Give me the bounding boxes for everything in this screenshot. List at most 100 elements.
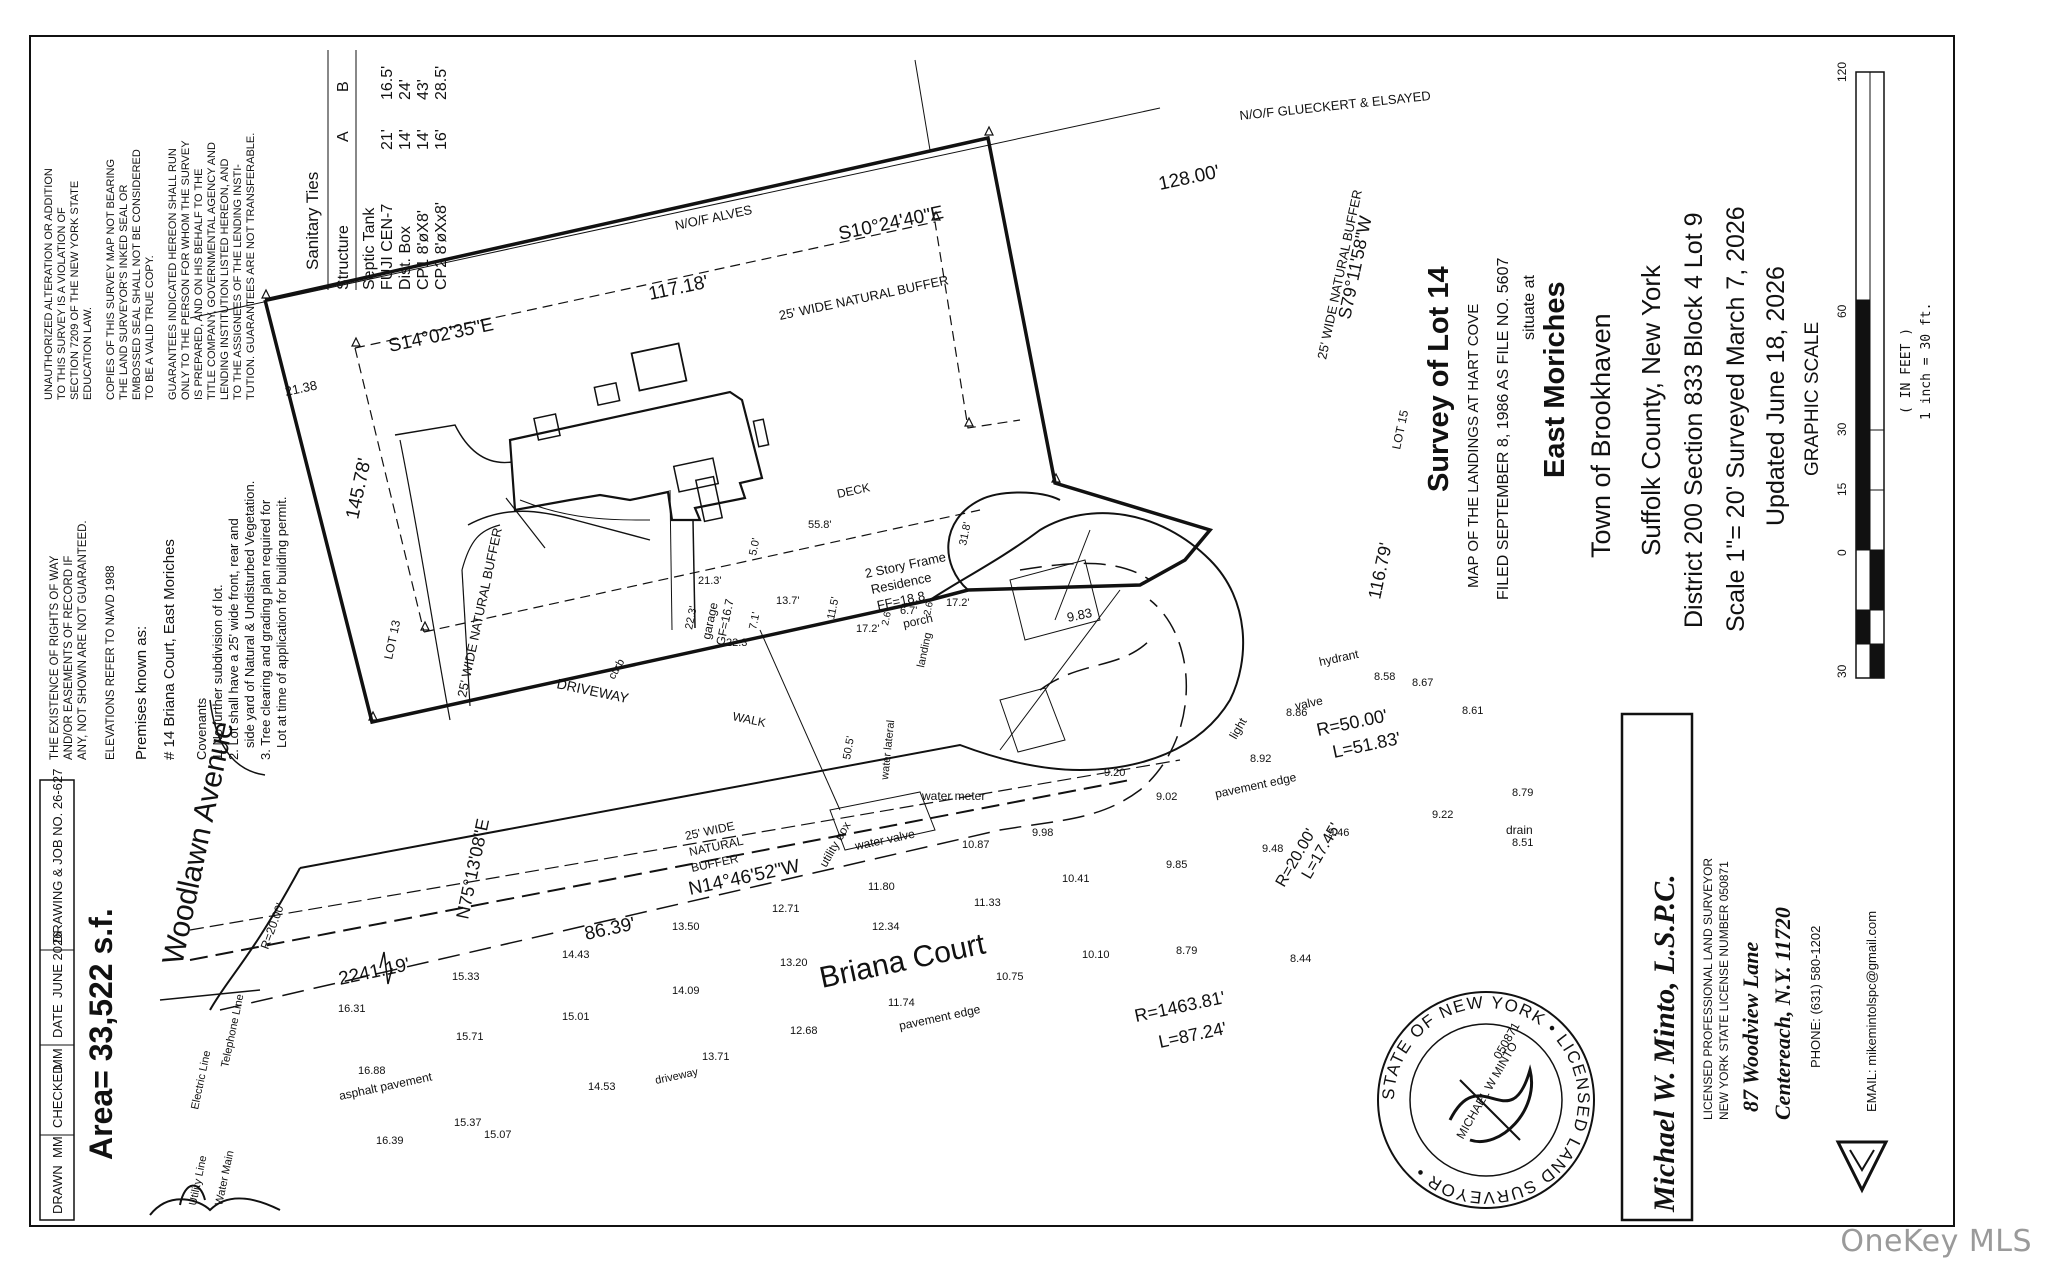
svg-text:3. Tree clearing and grading p: 3. Tree clearing and grading plan requir… bbox=[258, 499, 273, 760]
dist-west: 145.78' bbox=[342, 456, 375, 521]
date-value: JUNE 2026 bbox=[50, 932, 65, 998]
surveyor-name: Michael W. Minto, L.S.P.C. bbox=[1648, 874, 1681, 1213]
drawn-value: MM bbox=[50, 1136, 65, 1158]
bearing-n1: S14°02'35"E bbox=[387, 314, 496, 357]
svg-text:14': 14' bbox=[397, 129, 414, 150]
stake-markers bbox=[261, 125, 1061, 721]
svg-text:2.6': 2.6' bbox=[922, 599, 936, 617]
curve2-box bbox=[999, 687, 1066, 753]
survey-title-block: Survey of Lot 14 MAP OF THE LANDINGS AT … bbox=[1423, 206, 1823, 632]
elevations-note: ELEVATIONS REFER TO NAVD 1988 bbox=[105, 565, 117, 760]
svg-text:13.50: 13.50 bbox=[672, 921, 700, 933]
svg-text:8.86: 8.86 bbox=[1286, 707, 1307, 719]
svg-text:8.67: 8.67 bbox=[1412, 677, 1433, 689]
drawn-label: DRAWN bbox=[50, 1165, 65, 1214]
svg-text:A: A bbox=[335, 131, 352, 142]
surveyor-address: 87 Woodview Lane bbox=[1738, 941, 1763, 1112]
surveyor-phone: PHONE: (631) 580-1202 bbox=[1808, 926, 1823, 1068]
sheet-border bbox=[29, 35, 1955, 1227]
updated-line: Updated June 18, 2026 bbox=[1762, 266, 1790, 526]
svg-text:Septic Tank: Septic Tank bbox=[361, 207, 378, 290]
svg-text:30: 30 bbox=[1835, 664, 1849, 678]
svg-text:ONLY TO THE PERSON FOR WHOM TH: ONLY TO THE PERSON FOR WHOM THE SURVEY bbox=[180, 140, 192, 400]
curb-label: curb bbox=[606, 657, 627, 682]
curve3-length: L=87.24' bbox=[1157, 1018, 1229, 1052]
svg-text:9.98: 9.98 bbox=[1032, 827, 1053, 839]
svg-text:TITLE COMPANY, GOVERNMENTAL AG: TITLE COMPANY, GOVERNMENTAL AGENCY AND bbox=[206, 142, 218, 400]
sanitary-title: Sanitary Ties bbox=[303, 172, 322, 270]
svg-text:15: 15 bbox=[1835, 482, 1849, 496]
ornament-icon bbox=[149, 1184, 281, 1216]
svg-text:9.85: 9.85 bbox=[1166, 859, 1187, 871]
svg-text:THE LAND SURVEYOR'S INKED SEAL: THE LAND SURVEYOR'S INKED SEAL OR bbox=[118, 185, 130, 400]
svg-text:50.5': 50.5' bbox=[841, 735, 857, 760]
svg-text:15.33: 15.33 bbox=[452, 971, 480, 983]
svg-text:10.41: 10.41 bbox=[1062, 873, 1090, 885]
situate-line: situate at bbox=[1521, 275, 1538, 340]
svg-text:2.6': 2.6' bbox=[880, 609, 894, 627]
svg-text:AND/OR EASEMENTS OF RECORD IF: AND/OR EASEMENTS OF RECORD IF bbox=[63, 556, 75, 760]
sanitary-ties-table: Sanitary Ties Structure A B Septic Tank … bbox=[303, 50, 450, 290]
svg-text:10.75: 10.75 bbox=[996, 971, 1024, 983]
svg-text:TUTION. GUARANTEES ARE NOT TRA: TUTION. GUARANTEES ARE NOT TRANSFERABLE. bbox=[245, 133, 257, 400]
water-meter-label: water meter bbox=[921, 789, 985, 803]
svg-text:12.34: 12.34 bbox=[872, 921, 900, 933]
svg-text:15.37: 15.37 bbox=[454, 1117, 482, 1129]
svg-text:28.5': 28.5' bbox=[433, 66, 450, 100]
survey-title: Survey of Lot 14 bbox=[1423, 266, 1455, 492]
rights-note: THE EXISTENCE OF RIGHTS OF WAY AND/OR EA… bbox=[49, 481, 289, 760]
svg-text:13.7': 13.7' bbox=[776, 595, 800, 607]
surveyor-license-number: NEW YORK STATE LICENSE NUMBER 050871 bbox=[1717, 861, 1731, 1120]
svg-text:13.20: 13.20 bbox=[780, 957, 808, 969]
svg-text:14.43: 14.43 bbox=[562, 949, 590, 961]
svg-text:9.46: 9.46 bbox=[1328, 827, 1349, 839]
svg-text:7.1': 7.1' bbox=[747, 611, 762, 631]
svg-text:11.33: 11.33 bbox=[974, 897, 1001, 909]
svg-text:8.79: 8.79 bbox=[1512, 787, 1533, 799]
svg-text:15.01: 15.01 bbox=[562, 1011, 590, 1023]
svg-text:10.87: 10.87 bbox=[962, 839, 990, 851]
filed-line: FILED SEPTEMBER 8, 1986 AS FILE NO. 5607 bbox=[1495, 258, 1512, 600]
svg-text:CP1 8'øX8': CP1 8'øX8' bbox=[415, 210, 432, 290]
in-feet-label: ( IN FEET ) bbox=[1899, 328, 1914, 414]
seal-inner-name: MICHAEL W MINTO bbox=[1453, 1040, 1520, 1142]
surveyor-email: EMAIL: mikemintolspc@gmail.com bbox=[1864, 911, 1879, 1112]
pavement-edge-label: pavement edge bbox=[1214, 770, 1298, 801]
svg-text:9.02: 9.02 bbox=[1156, 791, 1177, 803]
surveyor-city: Centereach, N.Y. 11720 bbox=[1770, 907, 1795, 1120]
svg-text:43': 43' bbox=[415, 79, 432, 100]
svg-text:31.8': 31.8' bbox=[957, 521, 974, 546]
telephone-line bbox=[189, 759, 1181, 931]
svg-text:21.3': 21.3' bbox=[698, 575, 722, 587]
svg-text:11.5': 11.5' bbox=[825, 596, 841, 621]
utility-box-label: utility box bbox=[816, 819, 853, 869]
svg-text:55.8': 55.8' bbox=[808, 519, 832, 531]
electric-line bbox=[189, 779, 1131, 961]
svg-text:9.48: 9.48 bbox=[1262, 843, 1283, 855]
lot-area: Area= 33,522 s.f. bbox=[83, 908, 119, 1160]
driveway-outline bbox=[394, 424, 513, 464]
svg-text:22.3': 22.3' bbox=[683, 605, 700, 630]
buffer-north: 25' WIDE NATURAL BUFFER bbox=[778, 272, 950, 323]
svg-text:Structure: Structure bbox=[335, 225, 352, 290]
surveyor-block: Michael W. Minto, L.S.P.C. LICENSED PROF… bbox=[1620, 712, 1889, 1222]
svg-text:UNAUTHORIZED ALTERATION OR ADD: UNAUTHORIZED ALTERATION OR ADDITION bbox=[43, 168, 55, 400]
svg-text:1. No further subdivision of l: 1. No further subdivision of lot. bbox=[210, 584, 225, 760]
asphalt-label: asphalt pavement bbox=[338, 1069, 434, 1103]
dist-n1: 117.18' bbox=[647, 272, 710, 305]
surveyor-licensed: LICENSED PROFESSIONAL LAND SURVEYOR bbox=[1701, 858, 1715, 1120]
lot15-label: LOT 15 bbox=[1389, 408, 1411, 450]
walk-label: WALK bbox=[731, 709, 767, 730]
street-label: Briana Court bbox=[817, 927, 989, 994]
light-label: light bbox=[1226, 715, 1249, 742]
svg-text:8.92: 8.92 bbox=[1250, 753, 1271, 765]
electric-line-label: Electric Line bbox=[189, 1050, 213, 1111]
dist-woodlawn: 2241.19' bbox=[337, 954, 412, 990]
svg-text:11.74: 11.74 bbox=[888, 997, 915, 1009]
valve-label: valve bbox=[1294, 693, 1325, 713]
svg-text:ANY, NOT SHOWN ARE NOT GUARANT: ANY, NOT SHOWN ARE NOT GUARANTEED. bbox=[77, 520, 89, 760]
checked-value: MM bbox=[50, 1048, 65, 1070]
svg-text:9.22: 9.22 bbox=[1432, 809, 1453, 821]
svg-text:0: 0 bbox=[1835, 549, 1849, 556]
